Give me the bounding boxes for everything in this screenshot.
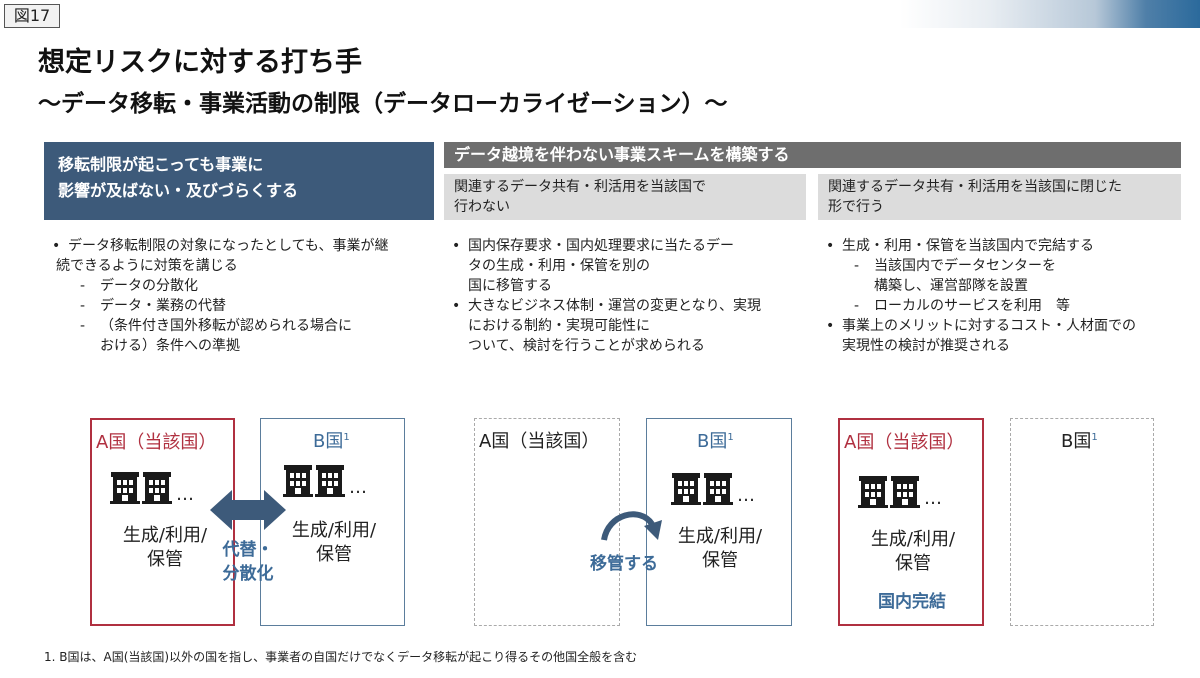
right-bullet-2: 事業上のメリットに対するコスト・人材面での (826, 316, 1186, 336)
sub-header-1-line-2: 行わない (454, 199, 510, 215)
country-a-box-1: A国（当該国） … 生成/利用/ 保管 (90, 418, 235, 626)
activity-line-1: 生成/利用/ (122, 525, 208, 546)
buildings-b-2: … (671, 471, 755, 505)
middle-bullet-1-cont-1: タの生成・利用・保管を別の (468, 258, 650, 274)
activity-line-2: 保管 (895, 553, 931, 574)
country-a-box-2: A国（当該国） (474, 418, 620, 626)
country-a-label-1: A国（当該国） (96, 432, 217, 453)
building-icon (890, 476, 920, 508)
exchange-label-line-1: 代替・ (222, 540, 274, 560)
building-icon (858, 476, 888, 508)
activity-label-b-1: 生成/利用/ 保管 (269, 519, 399, 567)
country-b-label-3: B国1 (1061, 431, 1098, 452)
building-icon (703, 473, 733, 505)
activity-label-a-1: 生成/利用/ 保管 (100, 524, 230, 572)
activity-line-2: 保管 (702, 550, 738, 571)
exchange-label: 代替・ 分散化 (212, 538, 284, 586)
left-header-line-1: 移転制限が起こっても事業に (58, 155, 264, 174)
activity-line-1: 生成/利用/ (870, 529, 956, 550)
left-bullet-1: データ移転制限の対象になったとしても、事業が継 (52, 236, 432, 256)
right-dash-1: 当該国内でデータセンターを (826, 256, 1186, 276)
sub-header-closed-in-country: 関連するデータ共有・利活用を当該国に閉じた 形で行う (818, 174, 1181, 220)
building-icon (142, 472, 172, 504)
country-b-box-1: B国1 … 生成/利用/ 保管 (260, 418, 405, 626)
ellipsis: … (737, 485, 755, 506)
middle-bullet-2: 大きなビジネス体制・運営の変更となり、実現 (452, 296, 804, 316)
sub-header-2-line-2: 形で行う (828, 199, 884, 215)
right-bullet-1: 生成・利用・保管を当該国内で完結する (826, 236, 1186, 256)
ellipsis: … (176, 484, 194, 505)
activity-line-1: 生成/利用/ (291, 520, 377, 541)
double-arrow-icon (210, 490, 286, 530)
domestic-label: 国内完結 (878, 592, 946, 612)
building-icon (110, 472, 140, 504)
transfer-label: 移管する (590, 554, 658, 574)
exchange-label-line-2: 分散化 (222, 564, 274, 584)
left-bullet-list: データ移転制限の対象になったとしても、事業が継 続できるように対策を講じる デー… (52, 236, 432, 356)
page-subtitle: ～データ移転・事業活動の制限（データローカライゼーション）～ (38, 91, 728, 117)
activity-line-2: 保管 (316, 544, 352, 565)
sub-header-2-line-1: 関連するデータ共有・利活用を当該国に閉じた (828, 179, 1122, 195)
left-bullet-1-cont: 続できるように対策を講じる (56, 258, 238, 274)
left-dash-3: （条件付き国外移転が認められる場合に (52, 316, 432, 336)
right-bullet-2-cont: 実現性の検討が推奨される (842, 338, 1010, 354)
activity-line-2: 保管 (147, 549, 183, 570)
buildings-b-1: … (283, 463, 367, 497)
buildings-a-3: … (858, 474, 942, 508)
country-a-box-3: A国（当該国） … 生成/利用/ 保管 国内完結 (838, 418, 984, 626)
middle-bullet-1-cont-2: 国に移管する (468, 278, 552, 294)
country-b-box-3: B国1 (1010, 418, 1154, 626)
page-title: 想定リスクに対する打ち手 (38, 47, 362, 78)
middle-bullet-1: 国内保存要求・国内処理要求に当たるデー (452, 236, 804, 256)
left-dash-2: データ・業務の代替 (52, 296, 432, 316)
figure-label: 図17 (4, 4, 60, 28)
buildings-a-1: … (110, 470, 194, 504)
sub-header-1-line-1: 関連するデータ共有・利活用を当該国で (454, 179, 706, 195)
right-bullet-list: 生成・利用・保管を当該国内で完結する 当該国内でデータセンターを 構築し、運営部… (826, 236, 1186, 356)
activity-label-b-2: 生成/利用/ 保管 (655, 525, 785, 573)
right-dash-1-cont: 構築し、運営部隊を設置 (874, 278, 1028, 294)
sub-header-not-in-country: 関連するデータ共有・利活用を当該国で 行わない (444, 174, 806, 220)
country-a-label-2: A国（当該国） (479, 431, 600, 452)
country-a-label-3: A国（当該国） (844, 432, 965, 453)
right-column-header: データ越境を伴わない事業スキームを構築する (444, 142, 1181, 168)
left-dash-1: データの分散化 (52, 276, 432, 296)
middle-bullet-list: 国内保存要求・国内処理要求に当たるデー タの生成・利用・保管を別の 国に移管する… (452, 236, 804, 356)
country-b-label-1: B国1 (313, 431, 350, 452)
footnote: 1. B国は、A国(当該国)以外の国を指し、事業者の自国だけでなくデータ移転が起… (44, 650, 638, 664)
curved-arrow-icon (601, 511, 662, 541)
activity-label-a-3: 生成/利用/ 保管 (848, 528, 978, 576)
title-accent-bar (900, 0, 1200, 28)
building-icon (315, 465, 345, 497)
building-icon (283, 465, 313, 497)
building-icon (671, 473, 701, 505)
middle-bullet-2-cont-1: における制約・実現可能性に (468, 318, 650, 334)
country-b-label-2: B国1 (697, 431, 734, 452)
activity-line-1: 生成/利用/ (677, 526, 763, 547)
ellipsis: … (924, 488, 942, 509)
middle-bullet-2-cont-2: ついて、検討を行うことが求められる (468, 338, 705, 354)
left-column-header: 移転制限が起こっても事業に 影響が及ばない・及びづらくする (44, 142, 434, 220)
ellipsis: … (349, 477, 367, 498)
left-header-line-2: 影響が及ばない・及びづらくする (58, 181, 299, 200)
left-dash-3-cont: おける）条件への準拠 (100, 338, 240, 354)
right-dash-2: ローカルのサービスを利用 等 (826, 296, 1186, 316)
